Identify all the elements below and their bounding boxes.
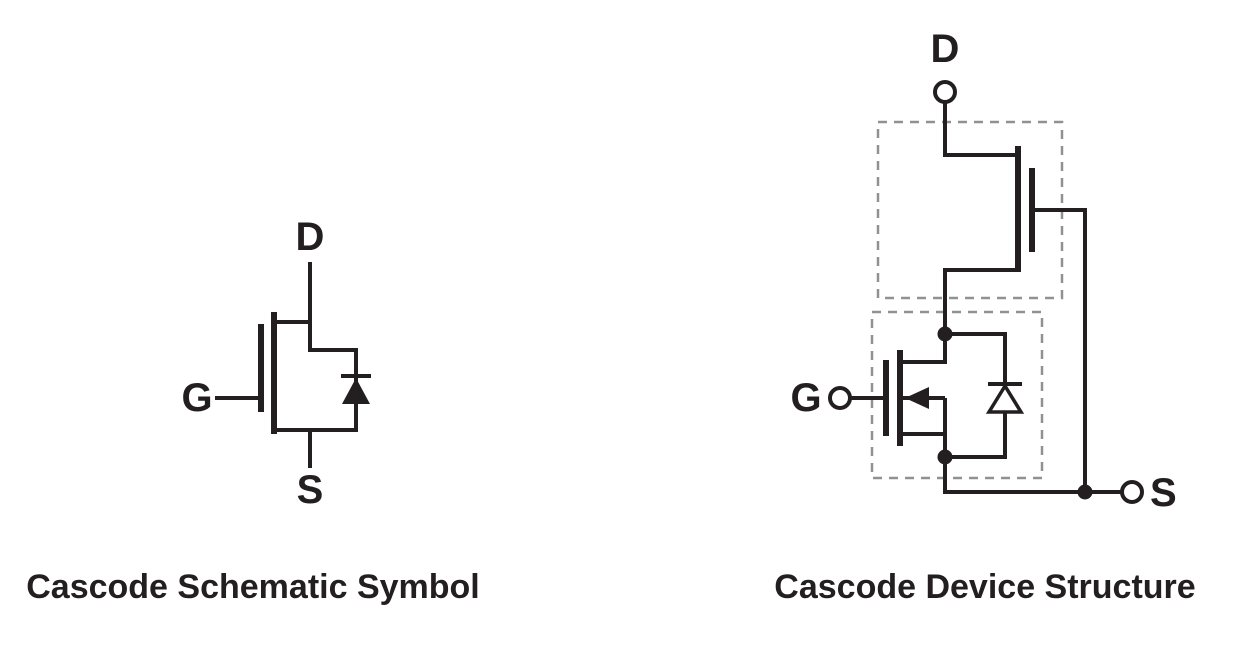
device-structure-caption: Cascode Device Structure — [774, 568, 1195, 606]
device-structure-diagram: D G S Cascode Device Structure — [774, 27, 1195, 606]
source-label: S — [297, 468, 324, 512]
si-mosfet-dashed-box — [870, 310, 1044, 480]
body-diode-loop-wire — [945, 332, 1007, 459]
junction-dot-source-rail — [1077, 484, 1093, 500]
junction-dot-internal-source — [937, 449, 953, 465]
drain-label: D — [296, 215, 325, 259]
mosfet-body-arrow-icon — [905, 387, 929, 409]
hemt-source-wire — [900, 268, 1018, 364]
source-rail-wire — [943, 398, 1122, 494]
schematic-symbol-diagram: D G S Cascode Schematic Symbol — [26, 215, 480, 606]
source-terminal-circle — [1120, 480, 1144, 504]
drain-label: D — [931, 27, 960, 71]
hemt-gate-return-wire — [1032, 208, 1087, 492]
body-diode-icon — [342, 378, 370, 404]
junction-dot-internal-drain — [937, 326, 953, 342]
drain-terminal-circle — [933, 80, 957, 104]
schematic-symbol-caption: Cascode Schematic Symbol — [26, 568, 480, 606]
drain-diode-source-wire — [274, 262, 358, 432]
body-diode-icon — [985, 382, 1025, 414]
gate-terminal-circle — [828, 386, 852, 410]
source-label: S — [1150, 471, 1177, 515]
drain-lead-wire — [943, 102, 1018, 157]
gate-label: G — [181, 376, 212, 420]
gate-label: G — [790, 376, 821, 420]
